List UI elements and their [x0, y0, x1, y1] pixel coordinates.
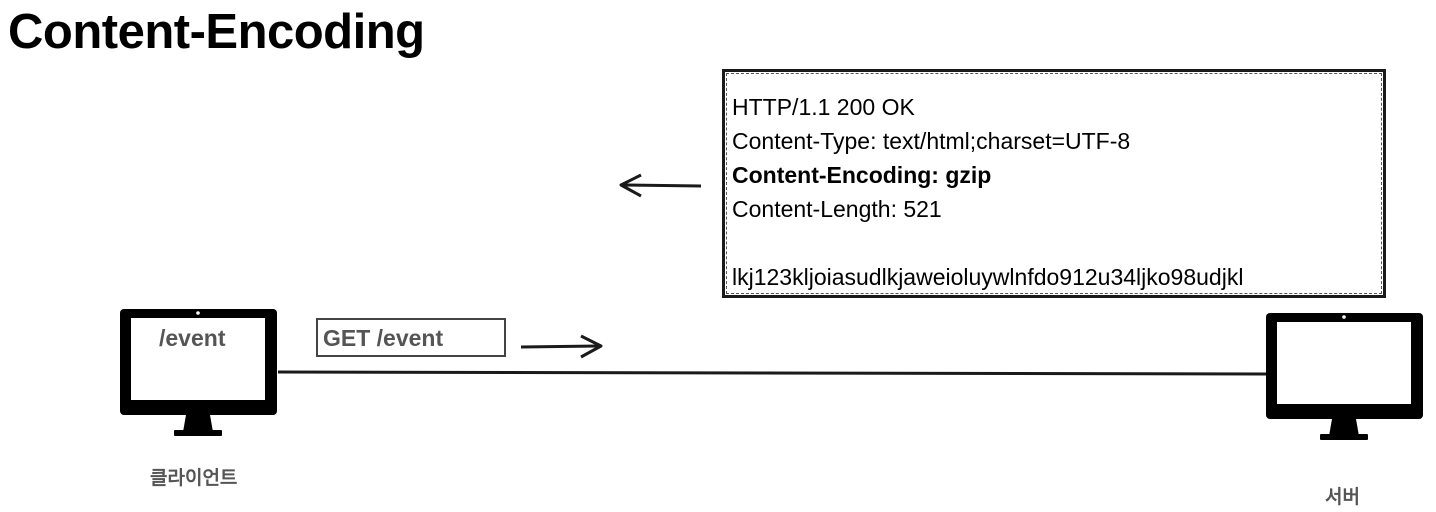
response-body: lkj123kljoiasudlkjaweioluywlnfdo912u34lj… — [732, 264, 1244, 290]
client-monitor-icon — [120, 309, 277, 436]
response-content-type-header: Content-Type: text/html;charset=UTF-8 — [732, 128, 1131, 154]
client-label: 클라이언트 — [150, 468, 238, 489]
page-title: Content-Encoding — [8, 5, 425, 59]
response-content-length-header: Content-Length: 521 — [732, 196, 942, 222]
request-message-box: GET /event — [316, 318, 506, 357]
response-status-line: HTTP/1.1 200 OK — [732, 94, 915, 120]
response-blank-line — [732, 226, 1383, 260]
request-arrow-icon — [520, 334, 603, 359]
response-message-box: HTTP/1.1 200 OK Content-Type: text/html;… — [722, 69, 1386, 298]
server-monitor-icon — [1266, 313, 1423, 440]
response-arrow-icon — [619, 173, 702, 198]
server-label: 서버 — [1325, 487, 1360, 508]
connection-line — [277, 370, 1267, 376]
response-content-encoding-header: Content-Encoding: gzip — [732, 162, 992, 188]
client-screen-text: /event — [159, 325, 226, 351]
